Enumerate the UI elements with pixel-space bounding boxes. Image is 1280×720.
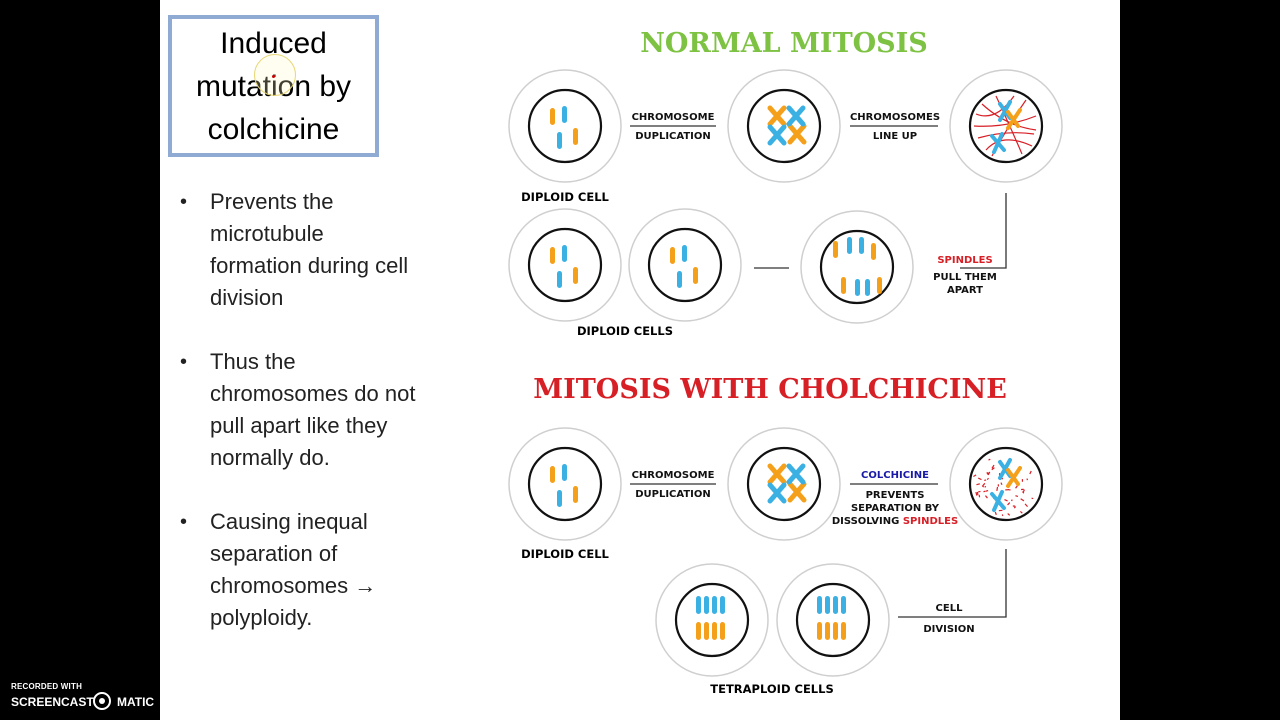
label-diploid-cell: DIPLOID CELL xyxy=(521,190,609,204)
label-prevents: PREVENTS xyxy=(866,490,925,501)
bullet-line: normally do. xyxy=(210,445,330,470)
bullet-list: Prevents the microtubule formation durin… xyxy=(160,186,490,666)
bullet-line: microtubule xyxy=(210,221,324,246)
label-chromosomes-line-up: CHROMOSOMES xyxy=(850,112,940,123)
cell-anaphase xyxy=(799,209,915,325)
slide: Induced mutation by colchicine Prevents … xyxy=(160,0,1120,720)
cell-duplicated xyxy=(726,68,842,184)
bullet-line: polyploidy. xyxy=(210,605,313,630)
label-diploid-cells: DIPLOID CELLS xyxy=(577,324,673,338)
bullet-line: Causing inequal xyxy=(210,509,368,534)
label-division: DIVISION xyxy=(923,624,974,635)
label-duplication-2: DUPLICATION xyxy=(635,489,711,500)
bullet-line: division xyxy=(210,285,284,310)
label-cell: CELL xyxy=(936,603,964,614)
label-duplication-1: DUPLICATION xyxy=(635,131,711,142)
bullet-line: Thus the xyxy=(210,349,296,374)
screencast-logo-icon xyxy=(93,692,111,710)
bullet-line: pull apart like they xyxy=(210,413,388,438)
mitosis-diagram: NORMAL MITOSIS MITOSIS WITH CHOLCHICINE … xyxy=(507,28,1064,696)
mouse-cursor-highlight xyxy=(254,54,296,96)
label-colchicine: COLCHICINE xyxy=(861,470,929,481)
cell-tetraploid-1 xyxy=(654,562,770,678)
bullet-item: Prevents the microtubule formation durin… xyxy=(160,186,490,314)
cell-duplicated-colchicine xyxy=(726,426,842,542)
screencast-matic-badge: RECORDED WITH SCREENCAST MATIC xyxy=(0,680,160,720)
label-chromosome-duplication-1: CHROMOSOME xyxy=(632,112,715,123)
label-apart: APART xyxy=(947,285,983,296)
label-dissolving-spindles: DISSOLVING SPINDLES xyxy=(832,516,958,527)
cell-diploid-daughter-2 xyxy=(627,207,743,323)
label-dissolving: DISSOLVING xyxy=(832,516,903,527)
cell-tetraploid-2 xyxy=(775,562,891,678)
heading-mitosis-colchicine: MITOSIS WITH CHOLCHICINE xyxy=(533,374,1007,405)
label-chromosome-duplication-2: CHROMOSOME xyxy=(632,470,715,481)
bullet-item: Thus the chromosomes do not pull apart l… xyxy=(160,346,490,474)
brand-left: SCREENCAST xyxy=(11,695,94,709)
cell-dissolved-spindles xyxy=(948,426,1064,542)
label-spindles: SPINDLES xyxy=(937,255,992,266)
cell-spindles xyxy=(948,68,1064,184)
label-line-up: LINE UP xyxy=(873,131,917,142)
title-box: Induced mutation by colchicine xyxy=(168,15,379,157)
label-tetraploid-cells: TETRAPLOID CELLS xyxy=(710,682,834,696)
cell-diploid-colchicine xyxy=(507,426,623,542)
cell-diploid-daughter-1 xyxy=(507,207,623,323)
label-diploid-cell-colchicine: DIPLOID CELL xyxy=(521,547,609,561)
bullet-line: Prevents the xyxy=(210,189,334,214)
bullet-line: formation during cell xyxy=(210,253,409,278)
bullet-line: chromosomes → xyxy=(210,573,377,598)
brand-right: MATIC xyxy=(117,695,155,709)
bullet-line: chromosomes do not xyxy=(210,381,416,406)
label-pull-them: PULL THEM xyxy=(933,272,997,283)
title-line-3: colchicine xyxy=(207,112,340,146)
bullet-line: separation of xyxy=(210,541,338,566)
label-spindles-red: SPINDLES xyxy=(903,516,958,527)
bullet-item: Causing inequal separation of chromosome… xyxy=(160,506,490,634)
heading-normal-mitosis: NORMAL MITOSIS xyxy=(640,28,928,59)
cell-diploid xyxy=(507,68,623,184)
label-separation-by: SEPARATION BY xyxy=(851,503,940,514)
recorded-with-label: RECORDED WITH xyxy=(11,682,83,691)
